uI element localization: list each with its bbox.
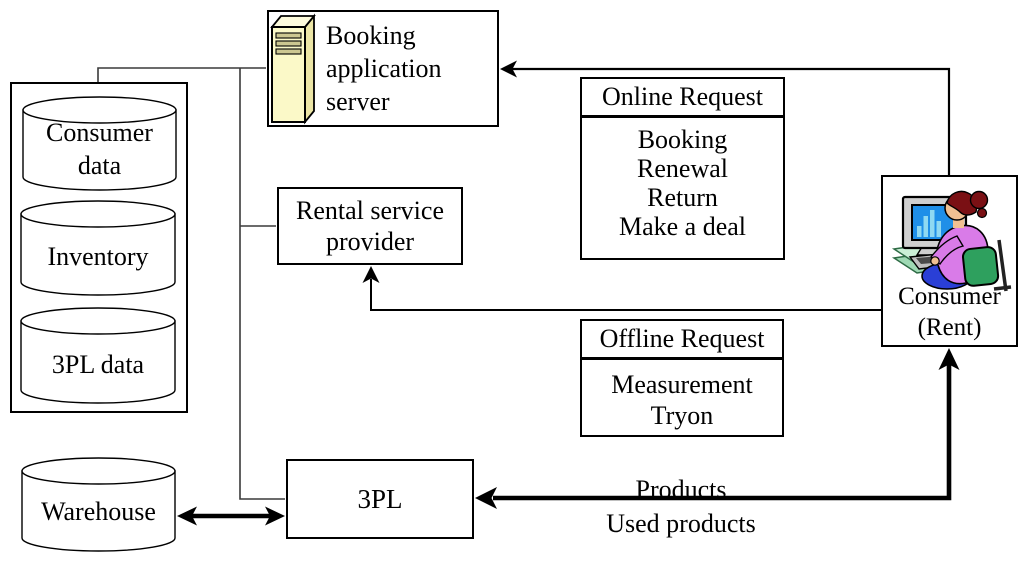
arrowhead-into-3pl bbox=[475, 487, 497, 509]
consumer-box: Consumer (Rent) bbox=[881, 175, 1018, 347]
edge-trunk-to-3pl bbox=[239, 68, 285, 500]
products-edge-label: Products bbox=[635, 475, 727, 504]
offline-request-item: Measurement bbox=[611, 369, 753, 399]
edge-consumer-to-rental-line bbox=[370, 279, 881, 311]
booking-server-label: Booking application server bbox=[326, 21, 442, 116]
arrowhead-into-3pl-left bbox=[265, 506, 285, 526]
offline-request-item: Tryon bbox=[650, 400, 714, 430]
warehouse-cylinder bbox=[21, 457, 176, 552]
person-at-computer-icon bbox=[891, 190, 1012, 292]
consumer-label: Consumer (Rent) bbox=[898, 283, 1001, 341]
consumer-data-cylinder bbox=[22, 96, 177, 191]
3pl-data-cylinder bbox=[20, 307, 176, 404]
online-request-items: Booking Renewal Return Make a deal bbox=[582, 118, 783, 241]
booking-server-box: Booking application server bbox=[267, 10, 499, 127]
arrowhead-into-consumer bbox=[938, 348, 960, 370]
inventory-cylinder bbox=[20, 200, 176, 296]
online-request-item: Booking bbox=[637, 124, 728, 154]
arrowhead-into-warehouse bbox=[177, 506, 197, 526]
server-tower-icon bbox=[270, 13, 316, 125]
rental-provider-label: Rental service provider bbox=[296, 196, 444, 256]
edge-consumer-to-server-line bbox=[512, 67, 951, 175]
online-request-box: Online Request Booking Renewal Return Ma… bbox=[580, 77, 785, 260]
edge-database-to-server bbox=[97, 67, 266, 82]
online-request-title: Online Request bbox=[582, 79, 783, 118]
edge-products-line bbox=[493, 364, 952, 501]
offline-request-box: Offline Request Measurement Tryon bbox=[580, 319, 784, 437]
offline-request-items: Measurement Tryon bbox=[582, 360, 782, 431]
3pl-box: 3PL bbox=[286, 459, 474, 539]
online-request-item: Return bbox=[647, 182, 718, 212]
warehouse-label: Warehouse bbox=[41, 497, 156, 526]
inventory-label: Inventory bbox=[47, 242, 149, 271]
online-request-item: Renewal bbox=[637, 153, 728, 183]
3pl-data-label: 3PL data bbox=[51, 350, 145, 379]
online-request-item: Make a deal bbox=[618, 211, 747, 241]
database-group-box bbox=[10, 82, 188, 413]
3pl-label: 3PL bbox=[357, 484, 403, 514]
arrowhead-into-server bbox=[500, 60, 517, 78]
consumer-data-label: Consumer data bbox=[46, 118, 153, 180]
offline-request-title: Offline Request bbox=[582, 321, 782, 360]
rental-provider-box: Rental service provider bbox=[277, 187, 463, 265]
arrowhead-into-rental bbox=[362, 266, 380, 283]
used-products-edge-label: Used products bbox=[606, 509, 756, 538]
